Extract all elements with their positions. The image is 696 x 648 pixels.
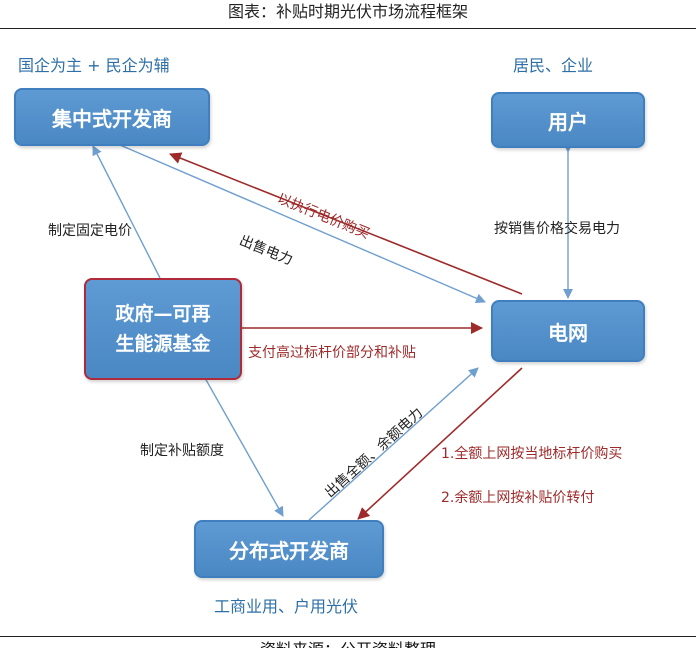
node-distributed-developer: 分布式开发商	[194, 520, 384, 578]
source-note: 资料来源：公开资料整理	[0, 638, 696, 648]
label-gov-to-grid: 支付高过标杆价部分和补贴	[248, 345, 416, 361]
arrow-gov-to-central	[92, 145, 161, 279]
arrow-central-to-grid	[119, 144, 486, 304]
node-grid: 电网	[491, 300, 645, 362]
node-government-fund: 政府—可再 生能源基金	[84, 278, 242, 380]
bottom-rule	[0, 636, 696, 637]
label-grid-user: 按销售价格交易电力	[494, 221, 620, 237]
group-label-user: 居民、企业	[513, 56, 594, 75]
arrow-gov-to-distributed	[204, 377, 284, 517]
node-central-developer: 集中式开发商	[14, 88, 210, 146]
node-user: 用户	[491, 92, 645, 148]
top-rule	[0, 28, 696, 29]
group-label-distributed: 工商业用、户用光伏	[214, 597, 359, 616]
label-grid-to-distributed-1: 1.全额上网按当地标杆价购买	[441, 446, 623, 462]
label-gov-to-distributed: 制定补贴额度	[140, 443, 224, 459]
arrow-distributed-to-grid	[308, 367, 479, 521]
arrow-grid-to-distributed	[357, 367, 523, 520]
figure-caption: 图表：补贴时期光伏市场流程框架	[227, 2, 468, 21]
group-label-central: 国企为主 + 民企为辅	[18, 56, 170, 75]
arrow-grid-to-central	[169, 152, 523, 295]
label-grid-to-distributed-2: 2.余额上网按补贴价转付	[441, 490, 595, 506]
label-gov-to-central: 制定固定电价	[48, 223, 132, 239]
